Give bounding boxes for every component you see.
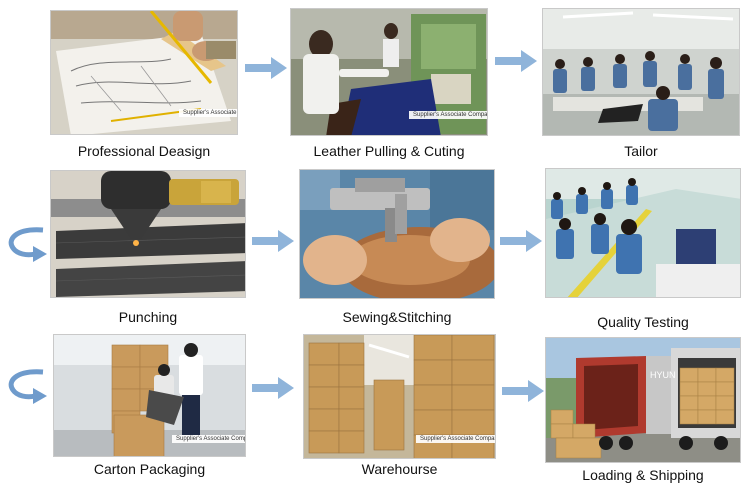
quality-testing-photo bbox=[545, 168, 741, 298]
loop-arrow-icon bbox=[8, 227, 47, 262]
step-label-carton-packaging: Carton Packaging bbox=[93, 461, 206, 477]
step-label-loading-shipping: Loading & Shipping bbox=[582, 467, 704, 483]
loading-shipping-photo: HYUN bbox=[545, 337, 741, 463]
step-label-tailor: Tailor bbox=[624, 143, 658, 159]
step-label-punching: Punching bbox=[118, 309, 178, 325]
design-sketch-photo: Supplier's Associate Company bbox=[50, 10, 238, 135]
arrow-right-icon bbox=[245, 57, 287, 79]
step-label-sewing: Sewing&Stitching bbox=[342, 309, 452, 325]
step-label-quality-testing: Quality Testing bbox=[597, 314, 689, 330]
step-label-design: Professional Deasign bbox=[77, 143, 211, 159]
tailor-workshop-photo bbox=[542, 8, 740, 136]
step-label-leather-cutting: Leather Pulling & Cuting bbox=[313, 143, 465, 159]
punching-machine-photo bbox=[50, 170, 246, 298]
warehouse-photo: Supplier's Associate Company bbox=[303, 334, 496, 459]
arrow-right-icon bbox=[500, 230, 542, 252]
arrow-right-icon bbox=[252, 230, 294, 252]
arrow-right-icon bbox=[495, 50, 537, 72]
watermark: Supplier's Associate Company bbox=[172, 435, 245, 443]
arrow-right-icon bbox=[252, 377, 294, 399]
step-label-warehouse: Warehourse bbox=[361, 461, 438, 477]
watermark: Supplier's Associate Company bbox=[409, 111, 487, 119]
truck-lettering: HYUN bbox=[650, 370, 676, 380]
carton-packaging-photo: Supplier's Associate Company bbox=[53, 334, 246, 457]
loop-arrow-icon bbox=[8, 369, 47, 404]
arrow-right-icon bbox=[502, 380, 544, 402]
watermark: Supplier's Associate Company bbox=[416, 435, 495, 443]
watermark: Supplier's Associate Company bbox=[179, 109, 237, 117]
sewing-photo bbox=[299, 169, 495, 299]
leather-cutting-photo: Supplier's Associate Company bbox=[290, 8, 488, 136]
